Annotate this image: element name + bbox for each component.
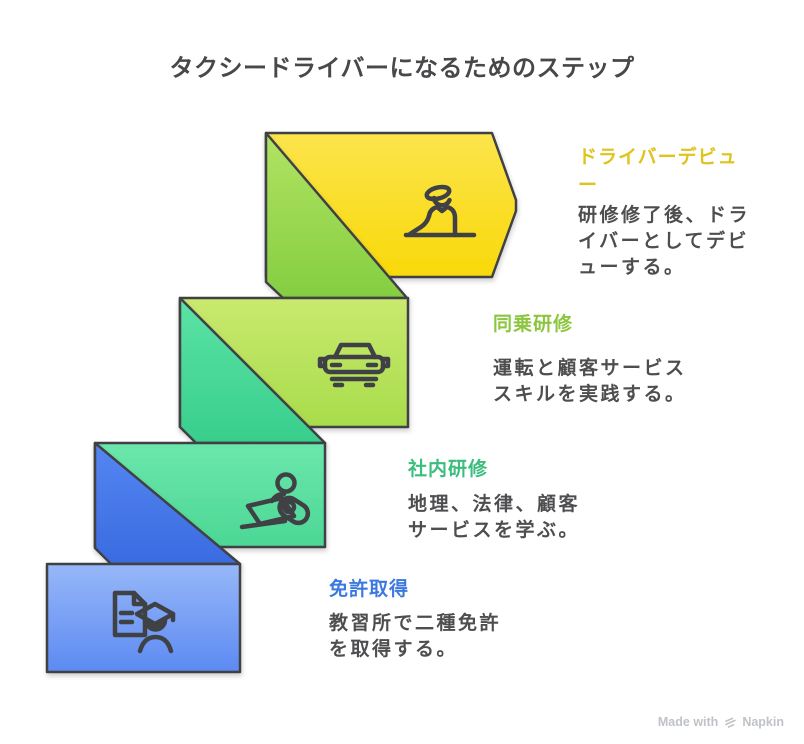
step-title-company-training: 社内研修	[408, 459, 489, 480]
laptop-person-icon	[239, 472, 311, 530]
document-graduate-icon	[112, 590, 176, 654]
step-desc-driver-debut: 研修修了後、ドライバーとしてデビューする。	[578, 205, 751, 278]
step-title-driver-debut: ドライバーデビュー	[578, 147, 738, 196]
taxi-driver-icon	[403, 184, 477, 238]
step-desc-license: 教習所で二種免許を取得する。	[329, 613, 502, 660]
step-title-ride-training: 同乗研修	[493, 314, 574, 335]
watermark-text: Made with	[657, 715, 719, 729]
page-title: タクシードライバーになるためのステップ	[169, 55, 635, 82]
watermark-brand: Napkin	[742, 715, 784, 729]
car-icon	[317, 342, 391, 388]
step-desc-company-training: 地理、法律、顧客サービスを学ぶ。	[408, 494, 581, 541]
napkin-watermark[interactable]: Made with Napkin	[658, 715, 784, 729]
step-title-license: 免許取得	[329, 579, 410, 600]
step-desc-ride-training: 運転と顧客サービススキルを実践する。	[493, 358, 687, 405]
step-icons	[112, 184, 477, 654]
napkin-logo-icon	[725, 717, 737, 728]
